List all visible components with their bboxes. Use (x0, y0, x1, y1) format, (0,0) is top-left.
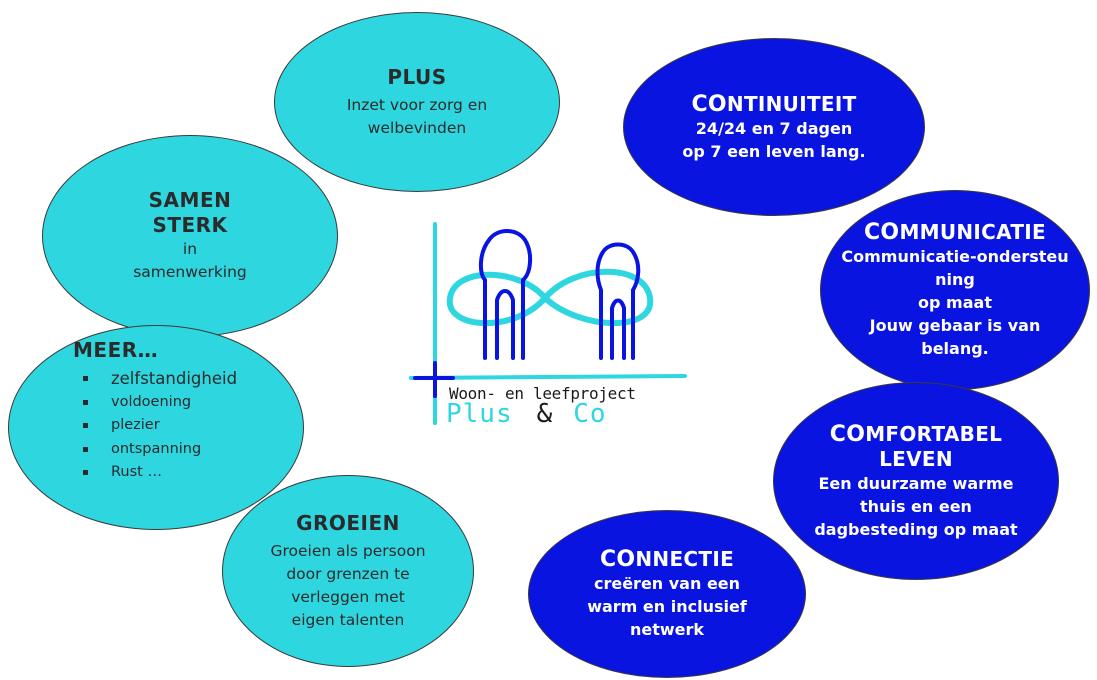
bubble-comfortabel-line-3: dagbesteding op maat (814, 519, 1018, 539)
bubble-plus-line-1: Inzet voor zorg en (346, 95, 488, 114)
bubble-groeien: GROEIEN Groeien als persoon door grenzen… (222, 475, 474, 667)
bubble-groeien-line-2: door grenzen te (286, 564, 410, 583)
bubble-connectie-line-2: warm en inclusief (587, 597, 747, 616)
bullet-icon (83, 446, 88, 452)
bubble-connectie: CONNECTIE creëren van een warm en inclus… (528, 510, 806, 678)
bubble-connectie-line-3: netwerk (629, 620, 705, 639)
list-item: plezier (81, 414, 237, 438)
bubble-connectie-line-1: creëren van een (593, 574, 741, 593)
bubble-communicatie-line-1: Communicatie-ondersteu (841, 247, 1069, 266)
bubble-comfortabel-line-2: thuis en een (860, 496, 972, 516)
bubble-plus-line-2: welbevinden (367, 118, 467, 137)
list-item: voldoening (81, 391, 237, 415)
list-item: Rust … (81, 461, 237, 485)
logo-name-ampersand: & (536, 399, 554, 429)
logo-right-figure (595, 242, 641, 360)
bubble-plus-title: PLUS (387, 64, 447, 89)
bubble-samen-title-2: STERK (152, 213, 228, 237)
bubble-samen-sterk: SAMEN STERK in samenwerking (42, 135, 338, 337)
bullet-icon (83, 470, 88, 475)
bubble-communicatie-line-2: ning (935, 270, 975, 289)
list-item-label: plezier (111, 417, 160, 433)
bubble-communicatie: COMMUNICATIE Communicatie-ondersteu ning… (820, 190, 1090, 390)
bubble-comfortabel-line-1: Een duurzame warme (818, 473, 1014, 493)
logo-left-figure (478, 229, 532, 360)
list-item: ontspanning (81, 438, 237, 462)
plus-en-co-logo (409, 222, 687, 425)
list-item-label: voldoening (111, 393, 192, 410)
logo-name: Plus&Co (446, 399, 607, 429)
bubble-plus: PLUS Inzet voor zorg en welbevinden (274, 12, 560, 192)
logo-horizontal-line (409, 374, 687, 380)
bubble-groeien-line-3: verleggen met (291, 587, 405, 606)
bubble-groeien-line-4: eigen talenten (291, 610, 405, 629)
bubble-communicatie-line-5: belang. (921, 339, 989, 358)
list-item-label: ontspanning (111, 440, 202, 457)
bullet-icon (83, 423, 88, 428)
logo-infinity-icon (446, 268, 654, 327)
list-item-label: zelfstandigheid (111, 369, 238, 388)
bubble-continuiteit: CONTINUITEIT 24/24 en 7 dagen op 7 een l… (623, 38, 925, 216)
bubble-continuiteit-line-2: op 7 een leven lang. (682, 141, 866, 161)
bubble-samen-line-1: in (182, 240, 198, 258)
bubble-samen-title-1: SAMEN (148, 188, 232, 212)
bubble-meer: MEER… zelfstandigheid voldoening plezier… (8, 325, 304, 530)
bubble-communicatie-line-4: Jouw gebaar is van (869, 316, 1041, 335)
bubble-meer-title: MEER… (73, 338, 159, 362)
bubble-continuiteit-line-1: 24/24 en 7 dagen (695, 118, 853, 138)
bullet-icon (83, 376, 88, 381)
bullet-icon (83, 399, 88, 405)
bubble-communicatie-title: COMMUNICATIE (863, 220, 1047, 245)
bubble-communicatie-line-3: op maat (918, 293, 992, 312)
bubble-groeien-line-1: Groeien als persoon (270, 541, 426, 560)
bubble-samen-line-2: samenwerking (133, 263, 247, 281)
list-item-label: Rust … (111, 464, 162, 480)
bubble-comfortabel-leven: COMFORTABEL LEVEN Een duurzame warme thu… (773, 382, 1059, 580)
bubble-comfortabel-title: COMFORTABEL (829, 421, 1003, 447)
bubble-continuiteit-title: CONTINUITEIT (691, 91, 857, 117)
logo-caption: Woon- en leefproject (449, 384, 636, 403)
logo-name-co: Co (573, 399, 607, 429)
bubble-meer-list: zelfstandigheid voldoening plezier ontsp… (81, 367, 237, 485)
list-item: zelfstandigheid (81, 367, 237, 391)
logo-name-plus: Plus (446, 399, 513, 429)
bubble-connectie-title: CONNECTIE (599, 547, 735, 572)
bubble-groeien-title: GROEIEN (296, 510, 400, 535)
bubble-comfortabel-title-2: LEVEN (879, 446, 953, 471)
